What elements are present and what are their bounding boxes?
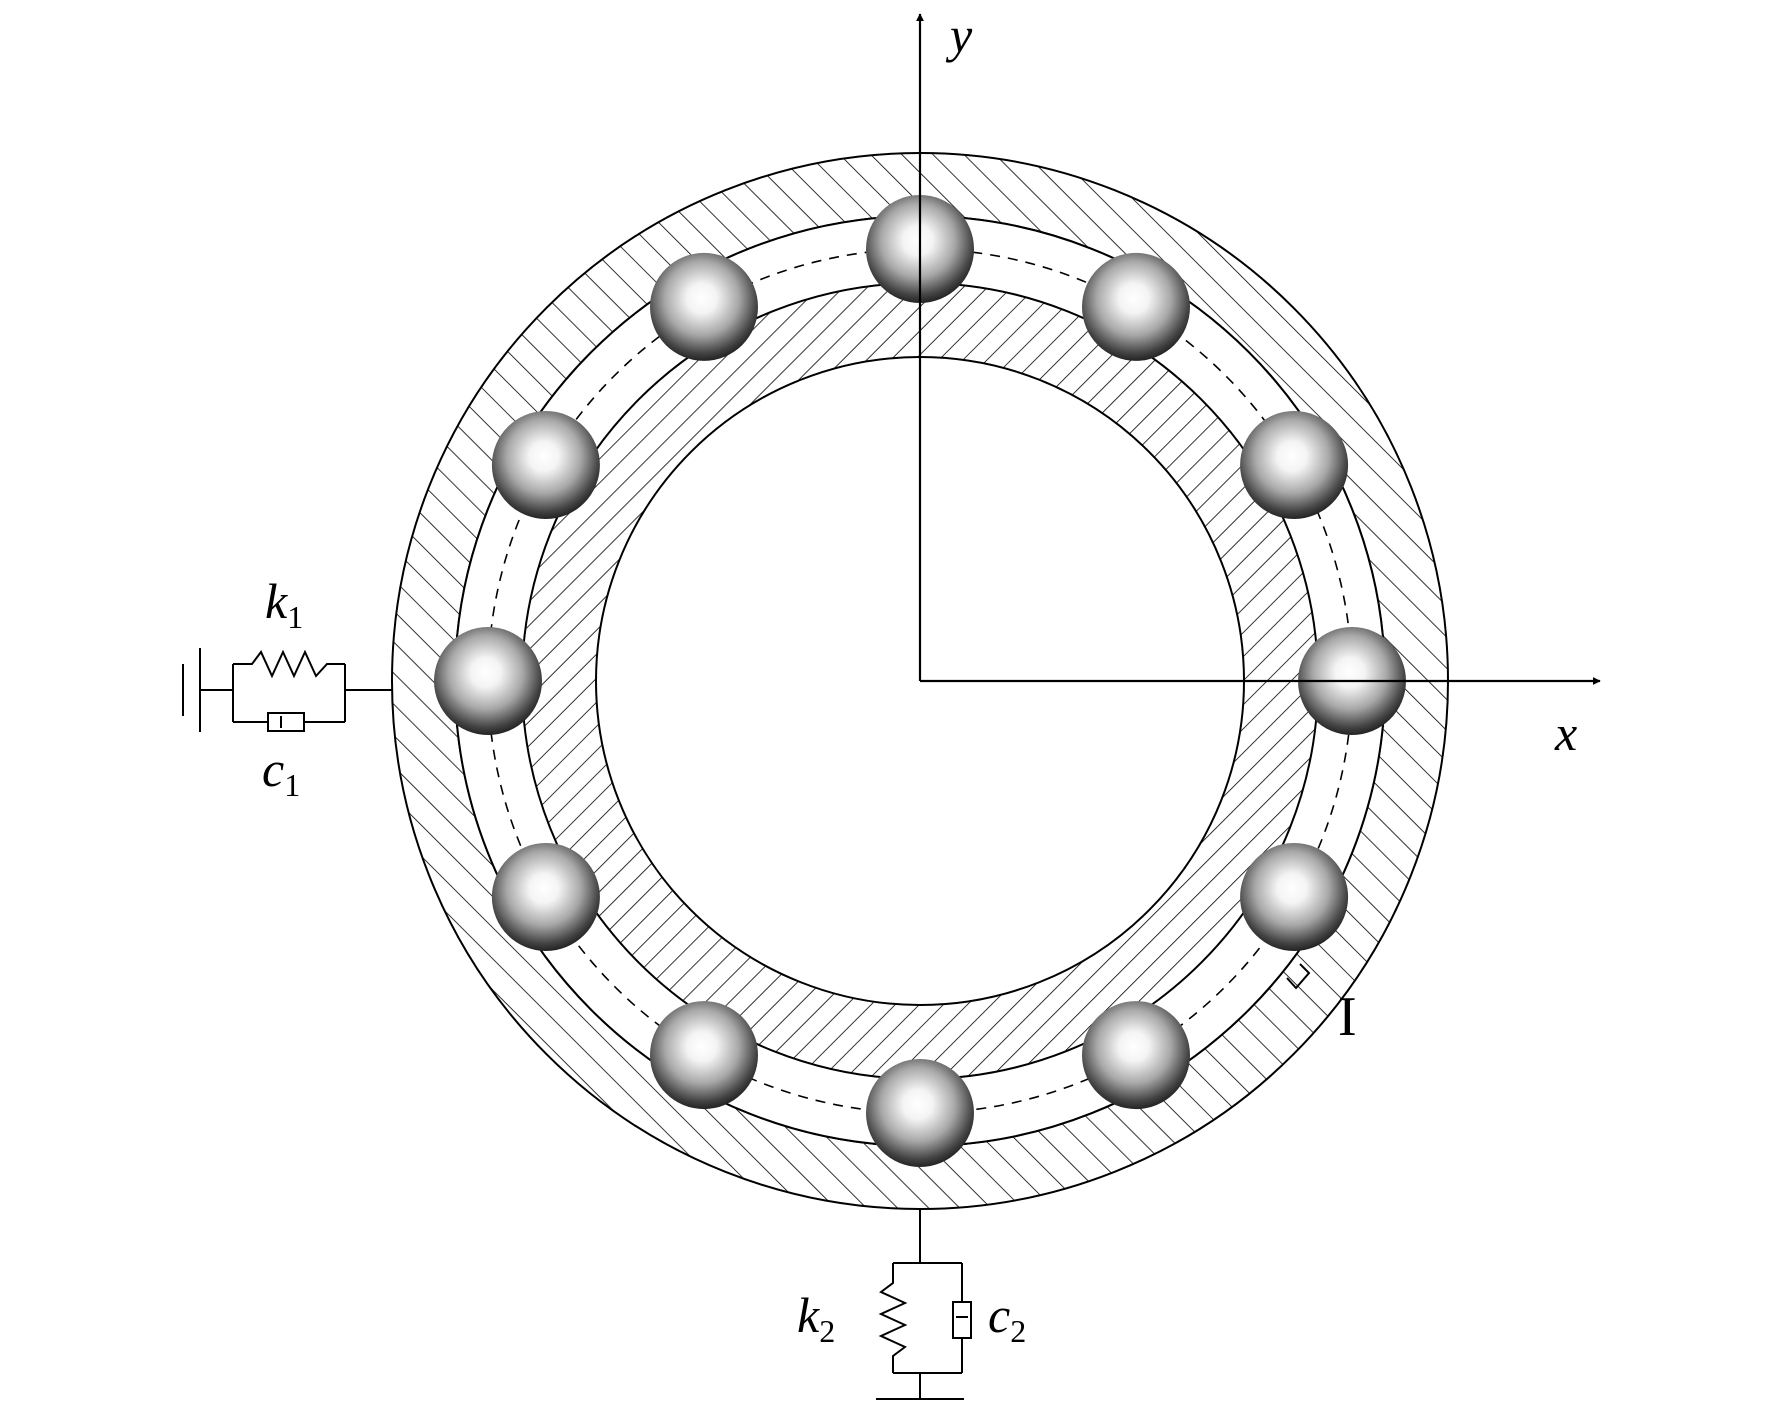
ball bbox=[434, 627, 542, 735]
ball bbox=[650, 252, 758, 361]
ball bbox=[1082, 252, 1190, 361]
ball bbox=[650, 1001, 758, 1110]
defect-notch bbox=[1286, 963, 1311, 990]
ball bbox=[491, 411, 600, 519]
rolling-balls bbox=[434, 195, 1406, 1167]
label-c1: c1 bbox=[262, 741, 300, 803]
label-c2: c2 bbox=[988, 1287, 1026, 1349]
ball bbox=[491, 843, 600, 951]
bottom-support bbox=[876, 1209, 972, 1400]
label-k1: k1 bbox=[265, 573, 303, 635]
damper-c1 bbox=[267, 712, 305, 732]
ball bbox=[1240, 843, 1349, 951]
ball bbox=[866, 1059, 974, 1167]
ball bbox=[1240, 411, 1349, 519]
y-axis-label: y bbox=[945, 7, 973, 63]
spring-k1 bbox=[233, 649, 345, 679]
label-k2: k2 bbox=[797, 1287, 835, 1349]
x-axis-label: x bbox=[1554, 705, 1577, 761]
damper-c2 bbox=[952, 1301, 972, 1339]
detail-marker-I: I bbox=[1338, 986, 1357, 1048]
left-support bbox=[182, 648, 392, 732]
ball bbox=[1082, 1001, 1190, 1110]
spring-k2 bbox=[878, 1263, 908, 1373]
